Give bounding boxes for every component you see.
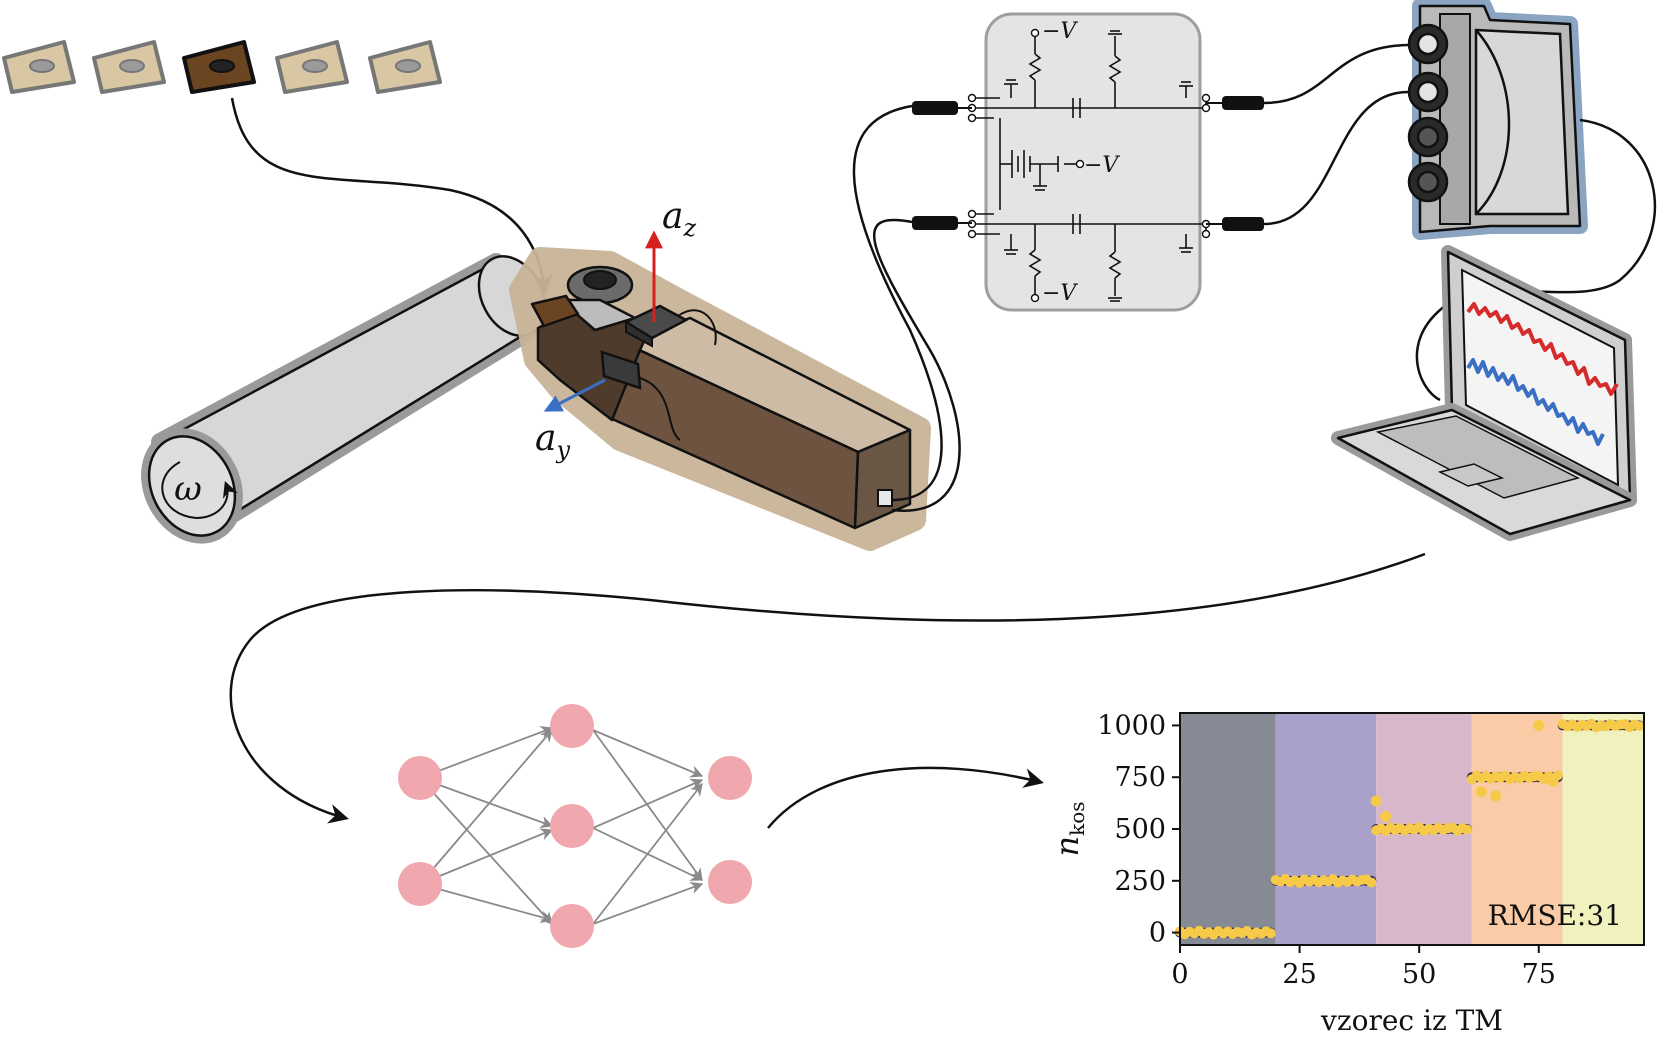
insert-icon <box>2 40 76 94</box>
daq-cable <box>1263 90 1411 226</box>
sensor-cable <box>873 218 961 512</box>
class-band-4 <box>1562 713 1644 945</box>
data-flow-arrow <box>229 552 1426 824</box>
rmse-annotation: RMSE:31 <box>1488 899 1622 932</box>
neural-network-icon <box>398 704 752 948</box>
accelerometer-y-icon <box>600 350 642 390</box>
signal-trace-blue <box>1466 358 1605 446</box>
predicted-point <box>1366 877 1377 888</box>
nn-node <box>398 862 442 906</box>
insert-icon <box>275 40 349 94</box>
daq-device <box>1407 0 1588 240</box>
predicted-point <box>1475 786 1487 798</box>
predicted-point <box>1490 790 1502 802</box>
x-axis-label: vzorec iz TM <box>1320 1004 1503 1037</box>
bnc-plug <box>1222 96 1264 110</box>
insert-to-tool-arrow <box>230 97 553 294</box>
nn-node <box>708 860 752 904</box>
insert-icon <box>92 40 166 94</box>
usb-cable <box>1415 118 1657 402</box>
predicted-point <box>1370 795 1382 807</box>
bnc-plug <box>912 216 958 230</box>
connector-port <box>877 489 893 507</box>
predicted-point <box>1462 824 1473 835</box>
y-axis-label: nkos <box>1048 801 1089 856</box>
y-axis-ticks: 0 250 500 750 1000 <box>1097 710 1180 949</box>
omega-label: ω <box>174 469 202 509</box>
predicted-point <box>1634 721 1645 732</box>
worn-insert-icon <box>182 40 256 94</box>
supply-label-top: −V <box>1042 19 1078 44</box>
daq-cable <box>1263 43 1411 105</box>
nn-node <box>550 704 594 748</box>
prediction-chart: 0 25 50 75 0 250 500 750 1000 RMSE:31 vzorec iz… <box>1048 710 1645 1037</box>
signal-trace-red <box>1466 302 1619 396</box>
predicted-point <box>1547 775 1559 787</box>
bnc-plug <box>912 101 958 115</box>
tool-holder: az ay <box>509 196 931 551</box>
predicted-point <box>1380 811 1392 823</box>
cutting-inserts-row <box>2 40 442 94</box>
mounted-insert-icon <box>530 294 580 328</box>
nn-node <box>550 804 594 848</box>
y-tick-label: 250 <box>1114 866 1166 897</box>
predicted-values-series <box>1175 718 1645 940</box>
predicted-point <box>1265 928 1276 939</box>
predicted-point <box>1533 719 1545 731</box>
ay-arrow <box>543 378 606 412</box>
x-tick-label: 0 <box>1171 959 1188 990</box>
class-band-1 <box>1275 713 1377 945</box>
signal-conditioner-circuit: −V −V −V <box>967 12 1211 312</box>
x-tick-label: 25 <box>1282 959 1316 990</box>
nn-node <box>708 756 752 800</box>
x-tick-label: 50 <box>1402 959 1436 990</box>
y-tick-label: 750 <box>1114 762 1166 793</box>
az-label: az <box>662 196 696 242</box>
nn-node <box>398 756 442 800</box>
laptop-icon <box>1331 245 1637 541</box>
prediction-arrow <box>767 766 1044 829</box>
workpiece-cylinder: ω <box>141 253 547 544</box>
class-band-3 <box>1471 713 1563 945</box>
y-tick-label: 0 <box>1149 918 1166 949</box>
sensor-cable <box>852 104 943 502</box>
chart-bands <box>1180 713 1644 945</box>
insert-icon <box>368 40 442 94</box>
y-tick-label: 1000 <box>1097 710 1166 741</box>
class-band-0 <box>1180 713 1276 945</box>
supply-label-mid: −V <box>1084 153 1120 178</box>
supply-label-bottom: −V <box>1042 281 1078 306</box>
bnc-plug <box>1222 217 1264 231</box>
rotation-arrow-icon <box>161 461 238 520</box>
x-tick-label: 75 <box>1522 959 1556 990</box>
nn-node <box>550 904 594 948</box>
x-axis-ticks: 0 25 50 75 <box>1171 945 1556 990</box>
y-tick-label: 500 <box>1114 814 1166 845</box>
ay-label: ay <box>535 418 570 464</box>
